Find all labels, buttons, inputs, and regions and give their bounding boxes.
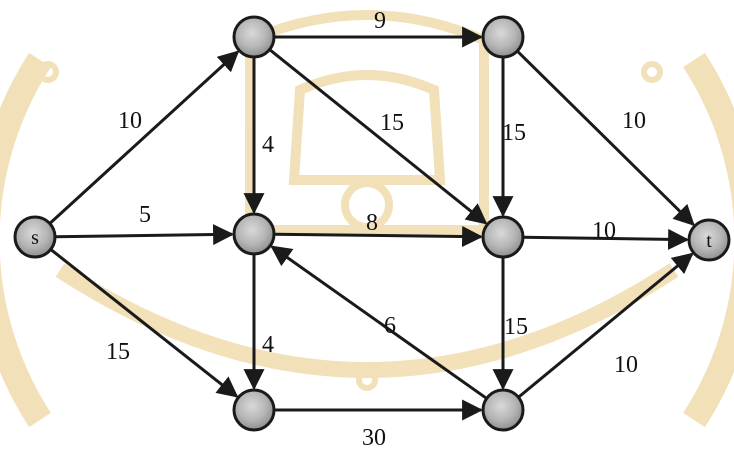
node-label-t: t	[706, 230, 712, 252]
edge-weight-c-e: 4	[262, 332, 274, 358]
edge-weight-d-t: 10	[592, 218, 616, 244]
node-a	[234, 17, 274, 57]
node-b	[483, 17, 523, 57]
node-label-s: s	[31, 227, 39, 249]
edge-f-t	[518, 254, 692, 397]
node-f	[483, 390, 523, 430]
edge-weight-s-c: 5	[139, 202, 151, 228]
node-d	[483, 217, 523, 257]
edge-weight-a-c: 4	[262, 132, 274, 158]
edge-weight-f-t: 10	[614, 352, 638, 378]
edge-weight-c-d: 8	[366, 210, 378, 236]
node-circle-f	[483, 390, 523, 430]
node-circle-e	[234, 390, 274, 430]
edge-weight-s-a: 10	[118, 108, 142, 134]
edge-weight-s-e: 15	[106, 339, 130, 365]
node-c	[234, 214, 274, 254]
edge-weight-d-f: 15	[504, 314, 528, 340]
edge-weight-b-d: 15	[502, 120, 526, 146]
node-circle-c	[234, 214, 274, 254]
node-circle-d	[483, 217, 523, 257]
edge-s-a	[50, 52, 238, 224]
edge-weight-b-t: 10	[622, 108, 646, 134]
edge-weight-a-d: 15	[380, 110, 404, 136]
node-circle-b	[483, 17, 523, 57]
edge-weight-a-b: 9	[374, 8, 386, 34]
node-circle-a	[234, 17, 274, 57]
node-t: t	[689, 220, 729, 260]
node-e	[234, 390, 274, 430]
node-s: s	[15, 217, 55, 257]
edge-weight-f-c: 6	[384, 313, 396, 339]
edge-s-e	[51, 249, 237, 396]
edge-weight-e-f: 30	[362, 425, 386, 451]
edge-s-c	[55, 234, 232, 236]
edge-b-t	[517, 51, 693, 225]
